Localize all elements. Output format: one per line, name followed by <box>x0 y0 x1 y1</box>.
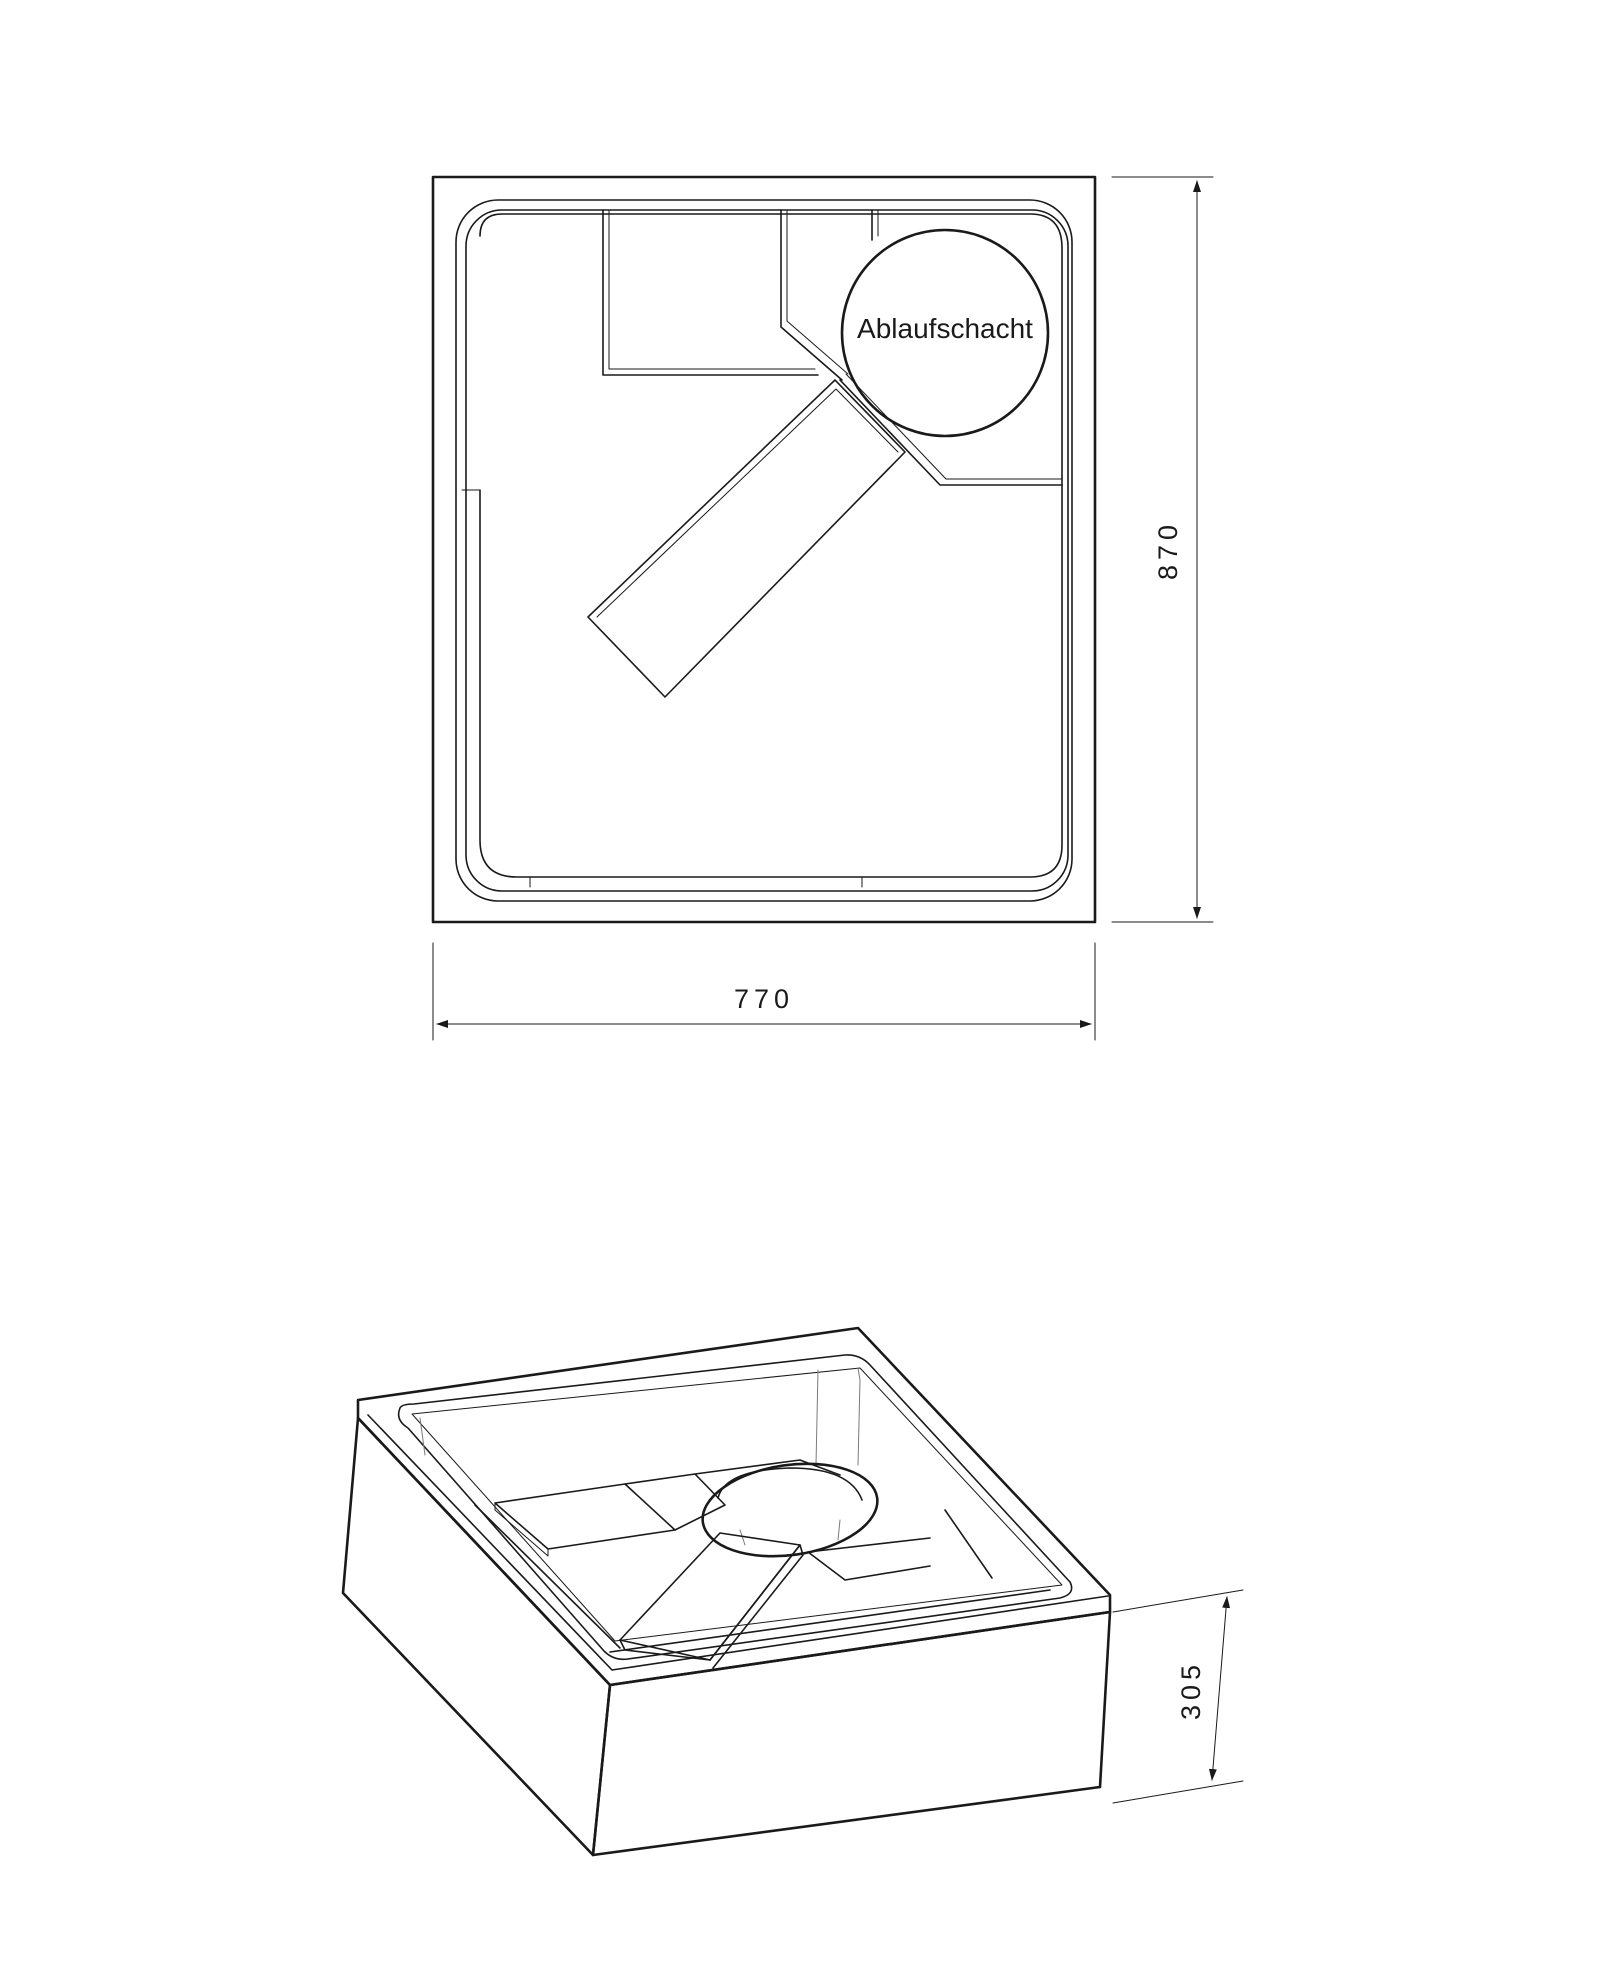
iso-platform-block-middle <box>624 1473 726 1531</box>
iso-drain-shaft-rim <box>701 1462 879 1558</box>
diagonal-step-edge <box>839 379 1063 486</box>
support-block-left-inner <box>608 209 816 370</box>
depth-dimension: 870 <box>1111 176 1214 923</box>
diagonal-support-bar <box>587 379 906 698</box>
side-slope-left <box>461 489 481 843</box>
iso-platform-block-left <box>494 1483 676 1550</box>
diagonal-step-edge-inner <box>845 373 1063 480</box>
support-block-middle <box>780 209 843 381</box>
iso-floor-left <box>474 1504 621 1649</box>
support-block-middle-inner <box>786 209 849 375</box>
plan-view: Ablaufschacht <box>431 175 1097 924</box>
iso-basin-outer <box>397 1354 1073 1661</box>
width-dimension-value: 770 <box>734 984 794 1014</box>
iso-box-left-face <box>341 1416 612 1857</box>
iso-rim-front-line <box>357 1417 611 1686</box>
isometric-view <box>341 1326 1112 1857</box>
basin-outer-edge <box>455 199 1073 902</box>
iso-diagonal-bar-top <box>619 1532 801 1661</box>
height-dimension-value: 305 <box>1176 1660 1206 1720</box>
iso-platform-block-right <box>694 1459 841 1476</box>
iso-floor-front <box>609 1589 1051 1653</box>
tray-outer-rim <box>431 175 1097 924</box>
iso-platform-right-step <box>807 1537 931 1581</box>
iso-floor-right <box>944 1509 993 1579</box>
iso-basin-wall-line <box>419 1367 861 1466</box>
diagonal-support-bar-inner <box>596 388 899 618</box>
drain-shaft-label: Ablaufschacht <box>857 313 1033 344</box>
basin-floor-edge <box>479 213 1063 878</box>
iso-diagonal-bar-end <box>619 1639 711 1661</box>
width-dimension: 770 <box>432 942 1096 1041</box>
support-block-left <box>602 209 819 376</box>
iso-drain-shaft-inner <box>717 1467 863 1501</box>
basin-inner-edge <box>465 209 1069 892</box>
iso-rim-outline <box>356 1326 1112 1687</box>
height-dimension: 305 <box>1112 1589 1244 1804</box>
iso-rim-front-top <box>367 1414 1109 1671</box>
iso-basin-inner <box>411 1367 1063 1642</box>
depth-dimension-value: 870 <box>1153 520 1183 580</box>
iso-drain-shaft-wall <box>739 1519 841 1546</box>
iso-platform-block-left-side <box>494 1502 549 1557</box>
drain-shaft-circle <box>840 228 1050 438</box>
iso-diagonal-bar-side <box>709 1544 804 1669</box>
